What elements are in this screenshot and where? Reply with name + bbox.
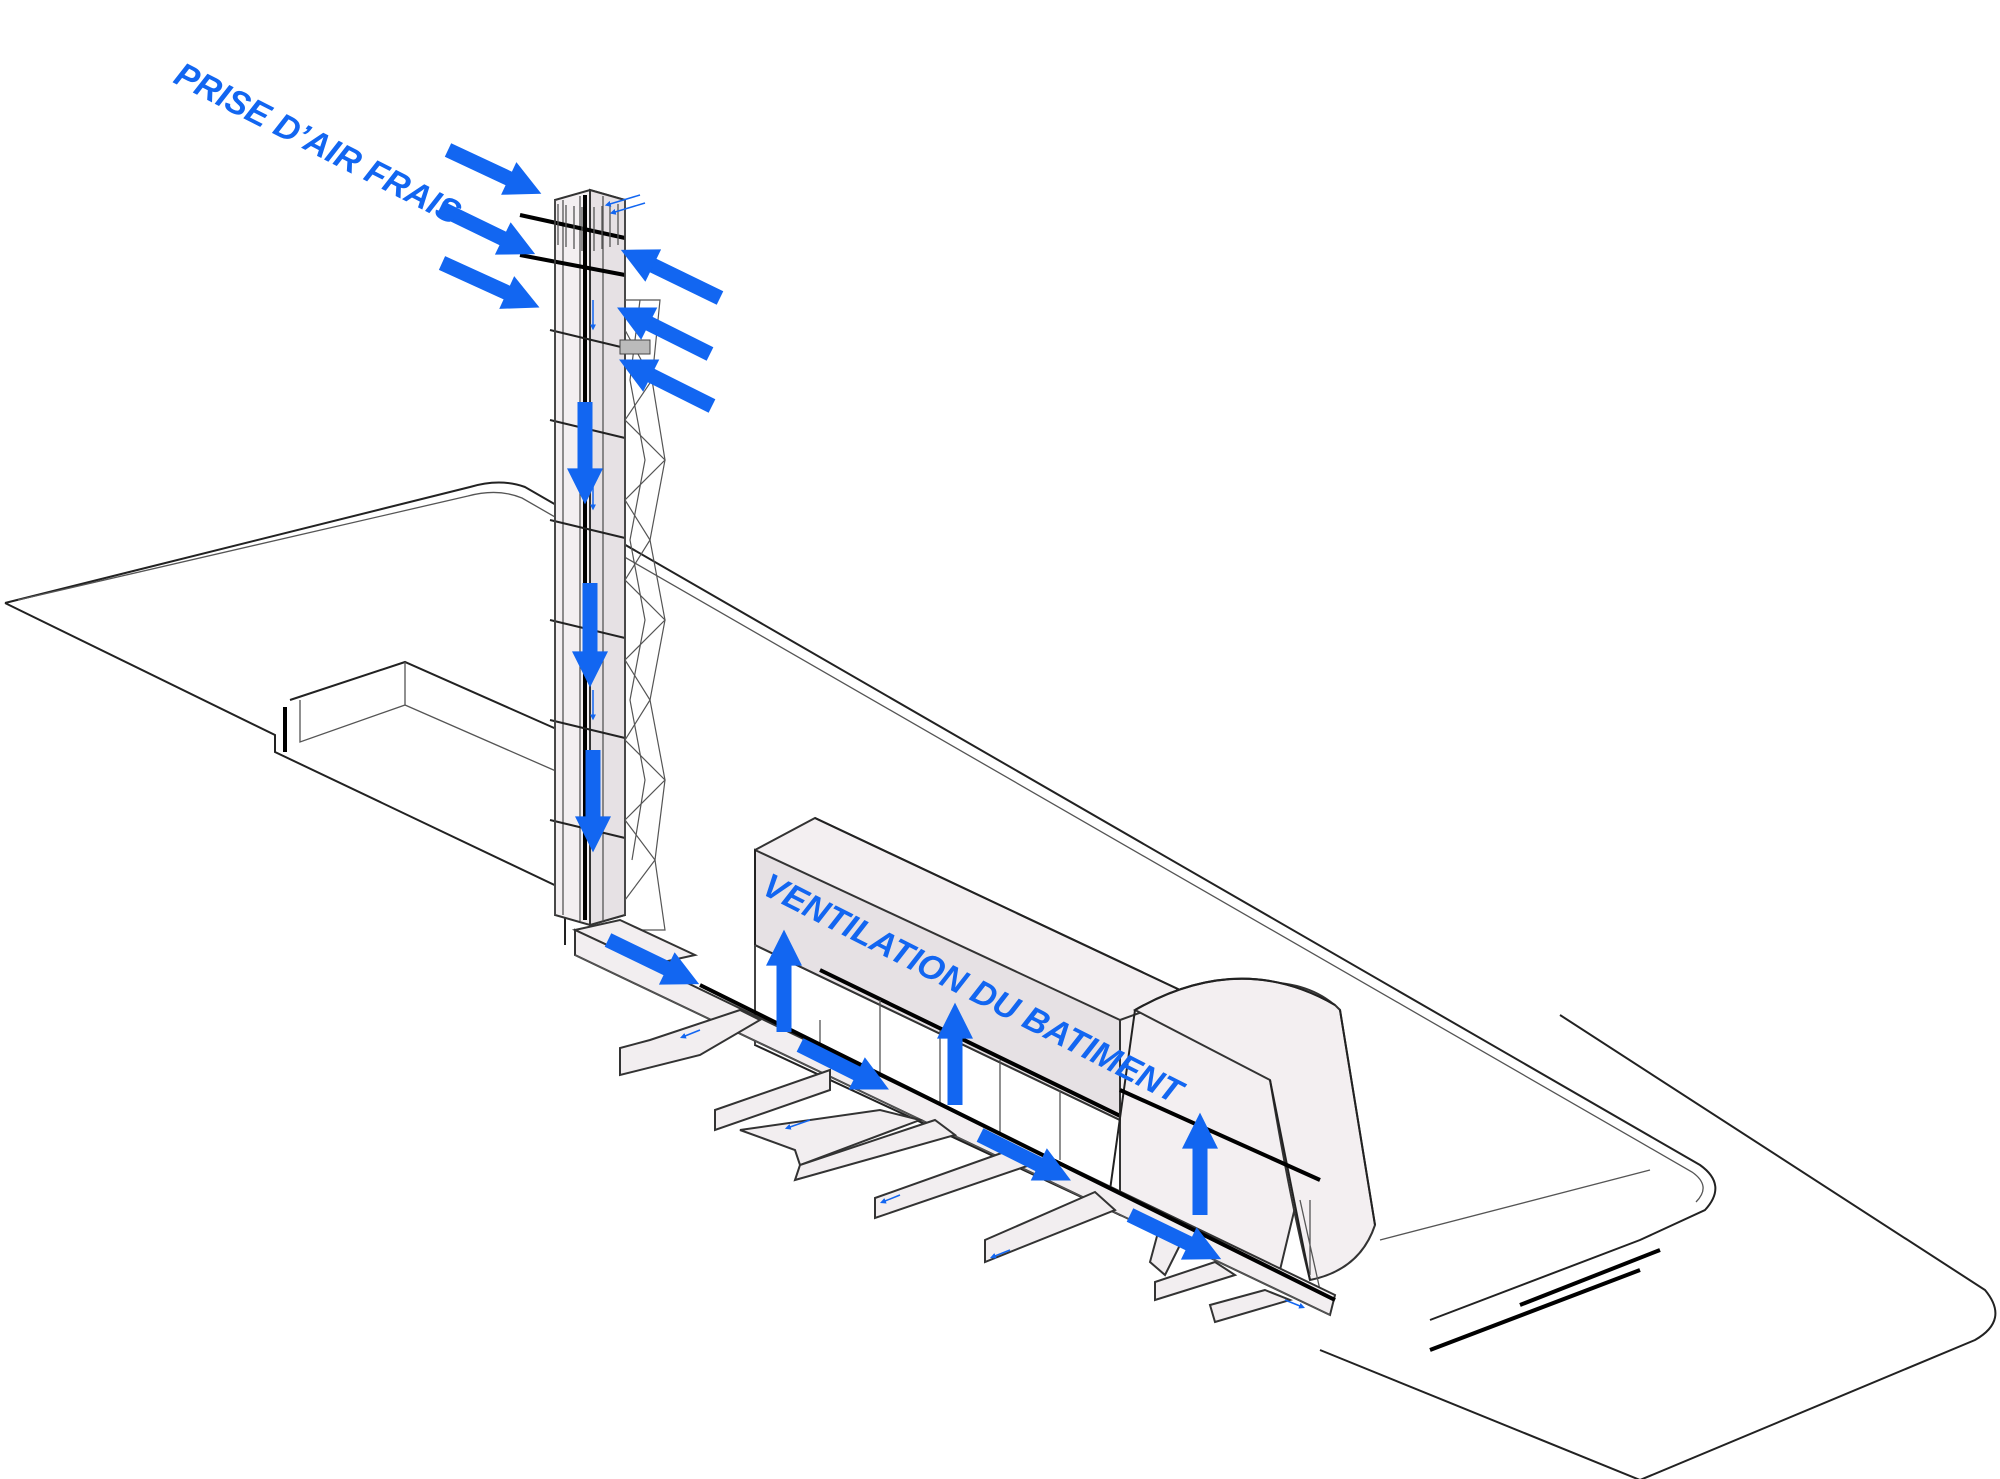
duct-arrow-3 [976,1128,1071,1181]
downflow-arrows [566,402,612,853]
fresh-air-intake-label: PRISE D’AIR FRAIS [168,55,467,232]
duct-arrow-2 [796,1038,889,1090]
site-outline [4,481,1997,1479]
duct-flow-arrows [604,933,1222,1260]
tower-louvers [557,204,619,251]
duct-arrow-4 [1126,1208,1222,1260]
inflow-arrow-right-2 [617,307,714,361]
duct-arrow-1 [604,933,700,985]
small-flow-arrows [590,194,1306,1309]
air-intake-tower [519,188,699,967]
inflow-arrow-right-3 [619,359,716,413]
end-hall [1109,977,1377,1291]
sunken-court [289,660,571,776]
inflow-arrow-right-1 [620,249,724,305]
fresh-air-inflow-arrows [436,143,724,413]
inflow-arrow-left-1 [444,143,542,195]
upflow-arrows [765,929,1219,1215]
inflow-arrow-left-3 [438,256,540,309]
inflow-arrow-left-2 [436,201,536,255]
tower-lattice-stair [619,299,666,931]
branch-ducts [619,1008,1294,1324]
